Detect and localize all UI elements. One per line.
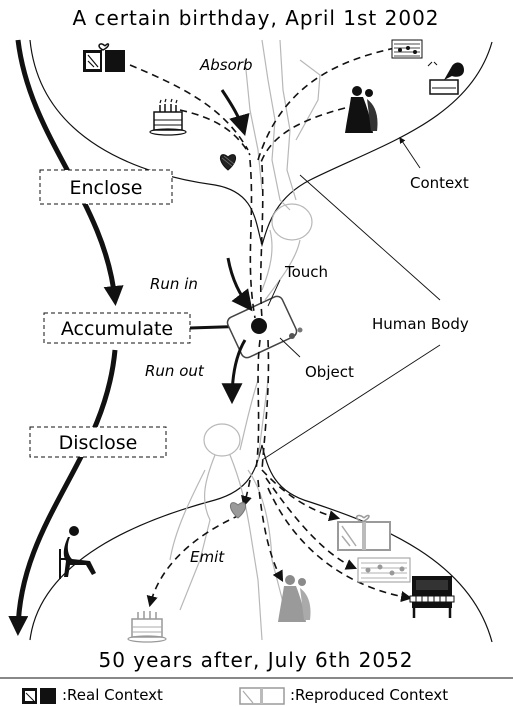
run-in-label: Run in (150, 275, 198, 293)
gift-box-reproduced-icon (338, 515, 390, 550)
gramophone-icon (428, 62, 464, 94)
human-figure-top (245, 40, 320, 300)
absorb-label: Absorb (199, 56, 252, 74)
dancing-couple-reproduced-icon (278, 575, 311, 622)
birthday-cake-icon (150, 99, 186, 135)
legend-real: :Real Context (22, 686, 163, 704)
touch-label: Touch (284, 263, 328, 281)
emit-label: Emit (190, 548, 225, 566)
phase-enclose-label: Enclose (70, 177, 143, 199)
absorb-line-gift (130, 65, 248, 150)
gift-box-icon (83, 44, 125, 72)
footer-title: 50 years after, July 6th 2052 (98, 648, 413, 672)
phase-accumulate: Accumulate (44, 313, 190, 343)
phase-disclose-label: Disclose (59, 432, 138, 454)
header-title: A certain birthday, April 1st 2002 (72, 6, 439, 30)
phase-enclose: Enclose (40, 170, 172, 204)
legend-reproduced: :Reproduced Context (240, 686, 448, 704)
central-node (251, 318, 267, 334)
object-device (226, 294, 303, 359)
heart-icon (220, 155, 235, 170)
context-leader (400, 138, 420, 168)
dancing-couple-icon (345, 86, 378, 133)
phase-disclose: Disclose (30, 427, 166, 457)
phase-accumulate-label: Accumulate (61, 318, 173, 340)
context-boundary-bottom (30, 445, 492, 642)
legend-real-label: :Real Context (62, 686, 163, 704)
flow-trunk-1 (250, 160, 255, 318)
run-in-arrow (228, 258, 250, 308)
real-context-gift-icon (22, 688, 56, 704)
reproduced-context-gift-icon (240, 688, 284, 704)
birthday-cake-reproduced-icon (128, 611, 166, 642)
disclose-flow-arrow (18, 350, 115, 630)
human-body-label: Human Body (372, 315, 469, 333)
human-figure-bottom (170, 380, 285, 640)
human-body-leader-up (300, 175, 440, 300)
object-leader (280, 338, 300, 357)
sheet-music-icon (392, 40, 422, 58)
context-label: Context (410, 174, 469, 192)
absorb-arrow (222, 90, 244, 132)
piano-icon (410, 576, 454, 618)
legend-reproduced-label: :Reproduced Context (290, 686, 448, 704)
run-out-label: Run out (145, 362, 205, 380)
sheet-music-reproduced-icon (358, 558, 410, 582)
emit-line-couple (258, 480, 282, 580)
object-label: Object (305, 363, 354, 381)
heart-reproduced-icon (230, 503, 245, 518)
absorb-line-music (258, 48, 395, 160)
